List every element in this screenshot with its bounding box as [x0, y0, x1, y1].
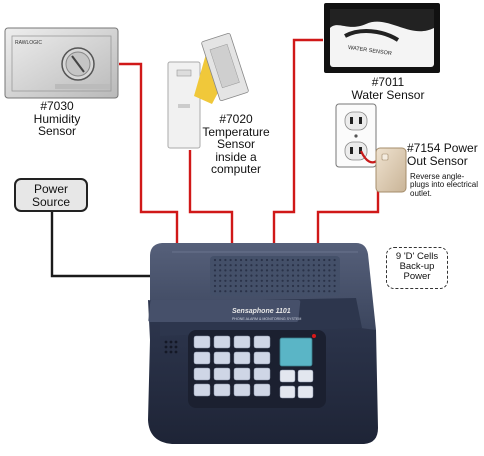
power-out-note-1: Reverse angle-: [410, 172, 465, 181]
temperature-name-4: computer: [210, 162, 262, 177]
temperature-wire: [188, 150, 234, 248]
unit-subtitle: PHONE ALARM & MONITORING SYSTEM: [232, 317, 301, 321]
keypad-key: [253, 351, 271, 365]
water-model: #7011: [371, 75, 405, 89]
backup-line1: 9 'D' Cells: [395, 251, 439, 262]
temperature-name-2: Sensor: [216, 137, 256, 152]
keypad-key: [233, 351, 251, 365]
temperature-name-1: Temperature: [202, 124, 270, 139]
keypad-key: [213, 335, 231, 349]
keypad-key: [193, 383, 211, 397]
temperature-model: #7020: [219, 112, 253, 126]
humidity-model: #7030: [40, 99, 74, 113]
red-wires: [119, 38, 380, 248]
humidity-device-brand: RAWLOGIC: [15, 40, 42, 46]
power-source-box: Power Source: [14, 178, 88, 212]
keypad-key: [297, 385, 314, 399]
unit-brand: Sensaphone 1101: [232, 308, 291, 315]
speaker-grille: [210, 256, 340, 296]
water-sensor-device: WATER SENSOR: [324, 3, 440, 73]
temperature-name-3: inside a: [215, 149, 257, 164]
humidity-name: Humidity Sensor: [33, 111, 81, 139]
speaker-holes: [164, 340, 178, 354]
base-unit: Sensaphone 1101 PHONE ALARM & MONITORING…: [148, 243, 378, 444]
temperature-sensor-label: #7020 Temperature Sensor inside a comput…: [198, 113, 274, 176]
power-out-sensor-device: [335, 103, 407, 193]
humidity-sensor-label: #7030 Humidity Sensor: [14, 100, 100, 138]
humidity-sensor-device: RAWLOGIC: [4, 27, 119, 99]
keypad: [193, 335, 314, 399]
water-wire: [272, 38, 323, 248]
keypad-key: [213, 367, 231, 381]
keypad-key: [233, 367, 251, 381]
keypad-key: [193, 367, 211, 381]
water-sensor-label: #7011 Water Sensor: [338, 76, 438, 101]
power-out-note-2: plugs into electrical: [410, 180, 479, 190]
keypad-key: [253, 383, 271, 397]
power-out-name: Out Sensor: [407, 153, 468, 168]
keypad-key: [279, 369, 296, 383]
keypad-key: [233, 383, 251, 397]
keypad-key: [279, 385, 296, 399]
keypad-key: [297, 369, 314, 383]
power-out-model: #7154 Power: [407, 141, 478, 155]
power-source-wire: [50, 212, 150, 278]
water-name: Water Sensor: [351, 87, 425, 102]
power-out-wire: [316, 183, 380, 248]
keypad-key: [253, 335, 271, 349]
power-out-note: Reverse angle- plugs into electrical out…: [410, 172, 484, 198]
keypad-key: [193, 351, 211, 365]
keypad-key: [193, 335, 211, 349]
keypad-key: [253, 367, 271, 381]
backup-line2: Back-up: [399, 260, 435, 272]
humidity-wire: [119, 62, 179, 248]
keypad-key: [213, 383, 231, 397]
power-out-sensor-label: #7154 Power Out Sensor: [407, 142, 483, 167]
backup-line3: Power: [403, 270, 431, 282]
backup-power-box: 9 'D' Cells Back-up Power: [386, 247, 448, 289]
power-source-line2: Source: [31, 194, 71, 209]
keypad-key: [233, 335, 251, 349]
temperature-sensor-device: [167, 33, 249, 149]
keypad-key: [213, 351, 231, 365]
power-source-line1: Power: [33, 182, 68, 196]
power-out-note-3: outlet.: [410, 188, 432, 198]
